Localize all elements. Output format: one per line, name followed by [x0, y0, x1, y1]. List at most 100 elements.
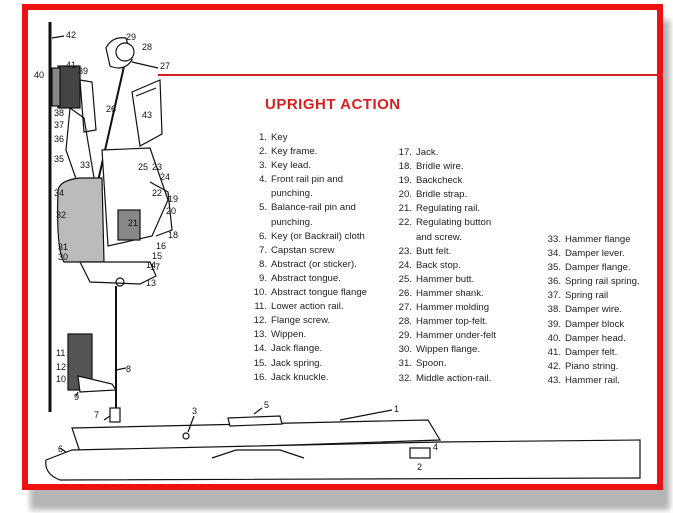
legend-item-text: Hammer rail. — [565, 374, 620, 386]
callout-10: 10 — [56, 374, 66, 384]
legend-item-text: Jack spring. — [271, 357, 323, 369]
legend-item-number: 38. — [547, 304, 561, 316]
legend-item-number: 40. — [547, 332, 561, 344]
capstan-screw — [109, 407, 121, 423]
callout-23: 23 — [152, 162, 162, 172]
callout-36: 36 — [54, 134, 64, 144]
legend-item: 2.Key frame. — [248, 145, 367, 159]
legend-item-number: 30. — [398, 344, 412, 356]
legend-item-number: 20. — [398, 189, 412, 201]
legend-item: 3.Key lead. — [248, 159, 367, 173]
legend-item-number: 26. — [398, 287, 412, 299]
callout-6: 6 — [58, 444, 63, 454]
legend-item-number: 43. — [547, 374, 561, 386]
legend-item-number: 16. — [253, 371, 267, 383]
legend-item-text: Wippen flange. — [416, 344, 480, 356]
callout-5: 5 — [264, 400, 269, 410]
legend-item-text: Damper head. — [565, 332, 626, 344]
legend-item-text: Abstract (or sticker). — [271, 258, 357, 270]
legend-item-number: 27. — [398, 302, 412, 314]
legend-item: 21.Regulating rail. — [393, 202, 496, 216]
legend-item-text: punching. — [271, 188, 313, 200]
callout-32: 32 — [56, 210, 66, 220]
legend-item: 6.Key (or Backrail) cloth — [248, 230, 367, 244]
legend-item-text: Piano string. — [565, 360, 619, 372]
wippen — [79, 261, 157, 285]
legend-item: 11.Lower action rail. — [248, 300, 367, 314]
legend-item: 0.punching. — [248, 187, 367, 201]
legend-item: 27.Hammer molding — [393, 301, 496, 315]
legend-item-text: Front rail pin and — [271, 174, 343, 186]
legend-item: 31.Spoon. — [393, 357, 496, 371]
legend-item-text: Key lead. — [271, 160, 312, 172]
damper-felt — [51, 67, 61, 107]
legend-item-number: 12. — [253, 315, 267, 327]
diagram-title: UPRIGHT ACTION — [265, 96, 401, 113]
callout-35: 35 — [54, 154, 64, 164]
legend-item-text: Damper lever. — [565, 248, 625, 260]
legend-item-text: Spring rail — [565, 290, 609, 302]
legend-item: 7.Capstan screw — [248, 244, 367, 258]
callout-7: 7 — [94, 410, 99, 420]
legend-item-number: 15. — [253, 357, 267, 369]
damper-block — [79, 79, 97, 133]
legend-item: 42.Piano string. — [542, 360, 640, 374]
legend-item: 40. Damper head. — [542, 332, 640, 346]
legend-item-number: 22. — [398, 217, 412, 229]
legend-item-number: 1. — [258, 132, 267, 143]
legend-item-number: 18. — [398, 161, 412, 173]
legend-item: 4.Front rail pin and — [248, 173, 367, 187]
damper-head — [57, 65, 81, 109]
legend-item: 26. Hammer shank. — [393, 287, 496, 301]
legend-item-number: 36. — [547, 276, 561, 288]
legend-item: 18. Bridle wire. — [393, 160, 496, 174]
legend-item: 28.Hammer top-felt. — [393, 315, 496, 329]
callout-31: 31 — [58, 242, 68, 252]
legend-item: 15. Jack spring. — [248, 357, 367, 371]
legend-item-number: 14. — [253, 343, 267, 355]
legend-item-text: Butt felt. — [416, 245, 452, 257]
legend-item-text: Wippen. — [271, 329, 307, 341]
legend-item-number: 17. — [398, 147, 412, 158]
legend-item-number: 34. — [547, 248, 561, 260]
legend-item-number: 5. — [258, 202, 267, 214]
legend-item-number: 6. — [258, 230, 267, 242]
legend-item: 12.Flange screw. — [248, 314, 367, 328]
legend-item: 0.punching. — [248, 216, 367, 230]
legend-item: 23.Butt felt. — [393, 245, 496, 259]
legend-item-text: Balance-rail pin and — [271, 202, 356, 214]
legend-item-number: 31. — [398, 358, 412, 370]
key-frame — [45, 439, 641, 481]
legend-item: 19.Backcheck — [393, 174, 496, 188]
callout-16: 16 — [156, 241, 166, 251]
legend-item: 16.Jack knuckle. — [248, 371, 367, 385]
callout-14: 14 — [146, 260, 156, 270]
legend-item-text: Hammer shank. — [416, 287, 484, 299]
legend-item-text: Bridle strap. — [416, 189, 468, 201]
callout-30: 30 — [58, 252, 68, 262]
legend-item: 35.Damper flange. — [542, 261, 640, 275]
callout-27: 27 — [160, 61, 170, 71]
callout-17: 17 — [150, 262, 160, 272]
legend-item-text: Damper felt. — [565, 346, 618, 358]
legend-item-text: and screw. — [416, 231, 462, 243]
callout-34: 34 — [54, 188, 64, 198]
callout-33: 33 — [80, 160, 90, 170]
legend-item-text: Hammer under-felt — [416, 330, 496, 342]
legend-item-text: Bridle wire. — [416, 161, 464, 173]
legend-item: 20. Bridle strap. — [393, 188, 496, 202]
legend-item-text: Lower action rail. — [271, 301, 344, 313]
legend-item-number: 2. — [258, 146, 267, 158]
legend-item: 39.Damper block — [542, 318, 640, 332]
legend-item-text: Middle action-rail. — [416, 372, 492, 384]
callout-37: 37 — [54, 120, 64, 130]
legend-item: 22.Regulating button — [393, 216, 496, 230]
backcheck — [117, 209, 141, 241]
callout-9: 9 — [74, 392, 79, 402]
legend-item: 33.Hammer flange — [542, 233, 640, 247]
legend-item: 36.Spring rail spring. — [542, 275, 640, 289]
legend-item-number: 37. — [547, 290, 561, 302]
callout-2: 2 — [417, 462, 422, 472]
